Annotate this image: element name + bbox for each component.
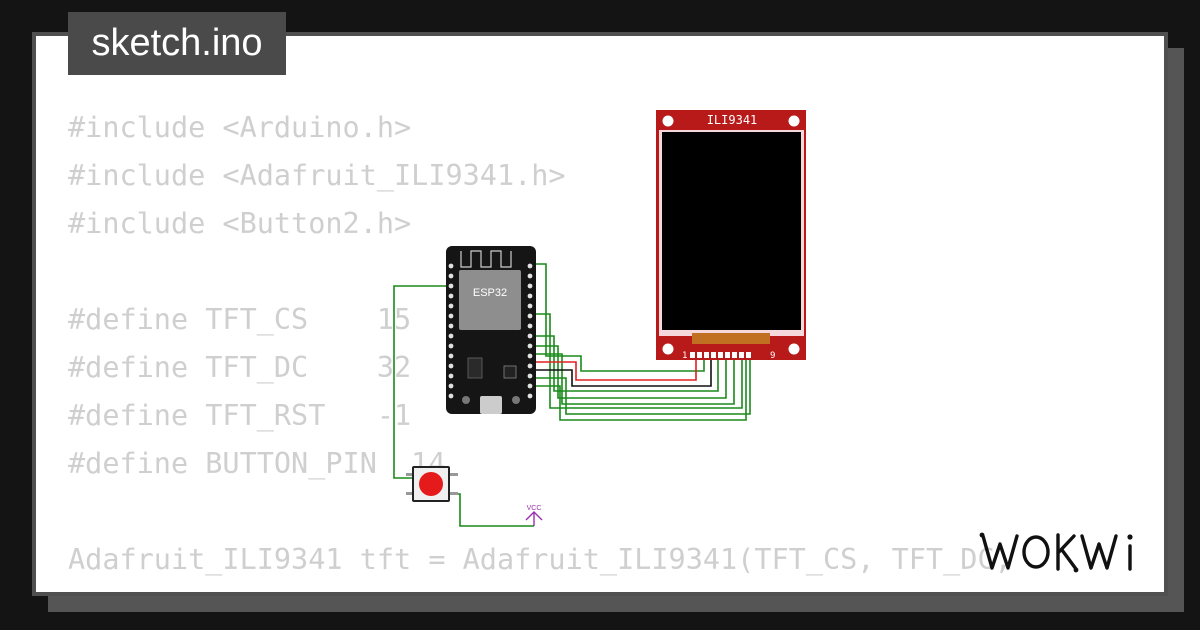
wokwi-logo-glyphs [981,533,1132,571]
display-label: ILI9341 [707,113,758,127]
code-line: #include <Button2.h> [68,207,412,240]
vcc-symbol: VCC [525,505,543,526]
code-line: Button2 myButton = Button2(BUTTON_PIN); [68,584,1012,592]
push-button[interactable] [406,466,458,502]
code-line: #include <Arduino.h> [68,111,412,144]
esp32-board[interactable]: ESP32 [446,246,536,414]
ili9341-display[interactable]: ILI9341 1 9 [656,110,806,361]
sketch-filename: sketch.ino [68,12,286,75]
pin-label-last: 9 [770,351,775,361]
circuit-diagram: ESP32 ILI9341 [393,110,806,527]
project-card[interactable]: #include <Arduino.h> #include <Adafruit_I… [32,32,1168,596]
code-preview: #include <Arduino.h> #include <Adafruit_I… [68,104,1012,592]
esp32-label: ESP32 [473,287,507,299]
wires [393,263,751,527]
wokwi-logo [979,532,1133,573]
code-line: #include <Adafruit_ILI9341.h> [68,159,566,192]
vcc-label: VCC [527,505,542,512]
pin-label-first: 1 [682,351,687,361]
code-line: Adafruit_ILI9341 tft = Adafruit_ILI9341(… [68,543,1012,576]
code-line: #define BUTTON_PIN 14 [68,447,446,480]
